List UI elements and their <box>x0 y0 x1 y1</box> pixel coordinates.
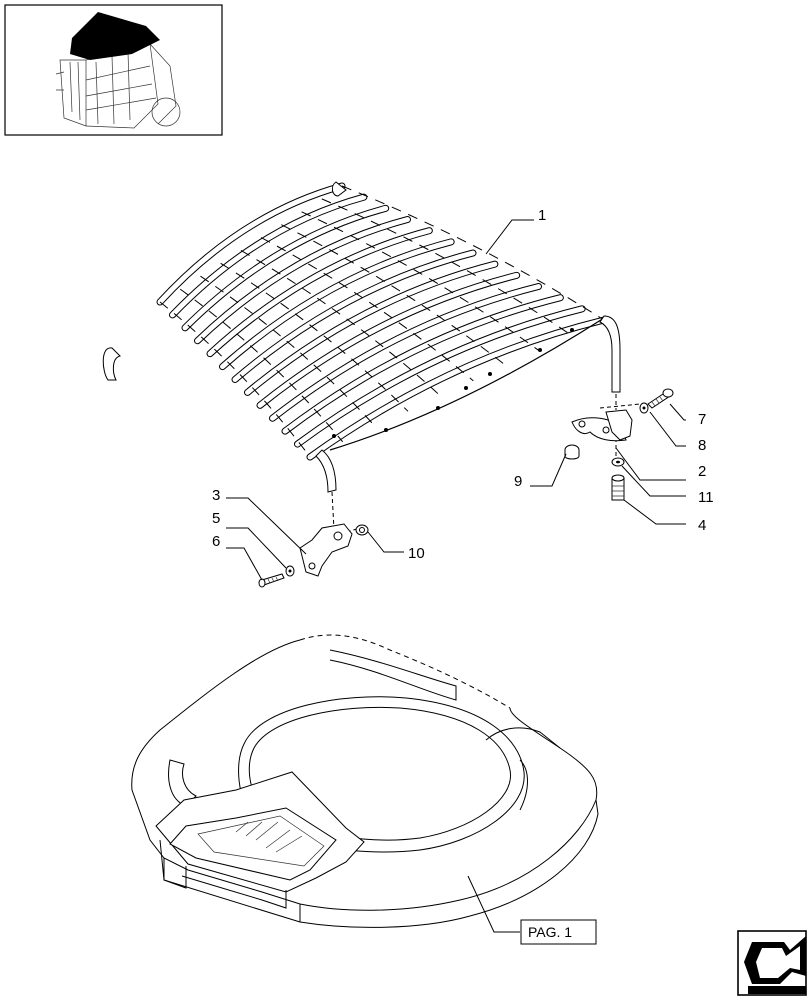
bracket-right-part-2 <box>571 409 633 442</box>
callout-11: 11 <box>698 489 714 506</box>
bracket-left-part-3 <box>299 523 353 577</box>
callout-1: 1 <box>538 207 546 224</box>
callout-6: 6 <box>212 533 220 550</box>
callout-3: 3 <box>212 487 220 504</box>
washer-part-5 <box>285 565 295 577</box>
bolt-part-4 <box>611 474 625 501</box>
callout-8: 8 <box>698 437 706 454</box>
callout-9: 9 <box>514 473 522 490</box>
bolt-part-6 <box>258 573 285 588</box>
nut-part-10 <box>355 524 369 536</box>
bolt-part-7 <box>647 388 674 409</box>
page-reference-link[interactable]: PAG. 1 <box>520 919 597 945</box>
washer-part-11 <box>611 457 625 467</box>
roof-grille-part-1 <box>102 181 641 535</box>
callout-labels: 1 7 8 2 9 11 4 3 5 6 10 <box>212 207 714 562</box>
callout-4: 4 <box>698 517 706 534</box>
next-page-arrow-icon[interactable] <box>737 930 807 996</box>
tractor-cab-roof-thumbnail-icon <box>4 4 223 136</box>
callout-5: 5 <box>212 510 220 527</box>
leader-lines <box>226 219 686 933</box>
callout-10: 10 <box>408 545 425 562</box>
cab-roof-panel <box>131 634 599 928</box>
washer-part-8 <box>639 402 649 414</box>
callout-7: 7 <box>698 411 706 428</box>
page-reference-label: PAG. 1 <box>528 924 572 940</box>
callout-2: 2 <box>698 463 706 480</box>
spacer-part-9 <box>564 444 580 460</box>
